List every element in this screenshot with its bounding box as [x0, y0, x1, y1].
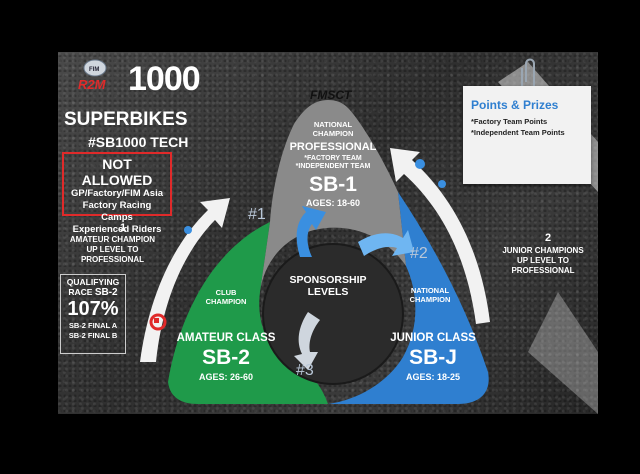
qualifying-line: SB-2 FINAL B: [68, 331, 118, 340]
points-card: Points & Prizes *Factory Team Points *In…: [463, 86, 591, 184]
professional-title: PROFESSIONAL: [289, 141, 377, 153]
logo-badge: FIM R2M: [78, 64, 148, 92]
curved-arrow-icon: [140, 198, 230, 362]
professional-ages: AGES: 18-60: [305, 198, 361, 208]
helmet-icon-visor: [154, 318, 159, 323]
category-line: CHAMPION: [409, 295, 451, 304]
team-line: *FACTORY TEAM: [304, 155, 362, 162]
category-line: CLUB: [215, 288, 237, 297]
professional-segment: [260, 100, 406, 292]
sponsorship-levels: SPONSORSHIP LEVELS: [273, 274, 383, 298]
promotion-line: UP LEVEL TO: [86, 245, 139, 254]
amateur-category: CLUB CHAMPION: [196, 288, 256, 306]
team-line: *INDEPENDENT TEAM: [295, 163, 371, 170]
amateur-title: AMATEUR CLASS: [176, 332, 276, 344]
category-line: NATIONAL: [313, 120, 353, 129]
professional-code: SB-1: [309, 173, 357, 196]
road-marking-lower: [528, 292, 598, 414]
fmsct-logo: FMSCT: [310, 88, 352, 102]
qualifying-race-label: RACE: [68, 287, 93, 297]
step-number-1: #1: [248, 206, 266, 223]
amateur-promotion-number: 1: [119, 222, 127, 234]
brand-logo: R2M: [78, 77, 106, 92]
cycle-arrow-3: [294, 312, 320, 370]
amateur-promotion-text: AMATEUR CHAMPION UP LEVEL TO PROFESSIONA…: [60, 235, 165, 265]
curved-arrow-icon-right: [390, 148, 490, 324]
not-allowed-line: Factory Racing Camps: [82, 200, 152, 223]
not-allowed-line: Experienced Riders: [72, 224, 162, 235]
junior-ages: AGES: 18-25: [405, 372, 461, 382]
qualifying-line: SB-2 FINAL A: [68, 321, 118, 330]
junior-title: JUNIOR CLASS: [390, 332, 476, 344]
qualifying-percent: 107%: [67, 298, 119, 320]
not-allowed-line: GP/Factory/FIM Asia: [70, 188, 164, 199]
arrow-dot-right-2: [438, 180, 446, 188]
promotion-line: PROFESSIONAL: [80, 255, 145, 264]
center-circle-border: [262, 243, 404, 385]
junior-category: NATIONAL CHAMPION: [400, 286, 460, 304]
promotion-line: UP LEVEL TO: [516, 256, 569, 265]
cycle-arrow-1: [296, 206, 326, 257]
points-title: Points & Prizes: [471, 98, 559, 112]
promotion-line: JUNIOR CHAMPIONS: [502, 246, 584, 255]
arrow-dot-right-1: [415, 159, 425, 169]
qualifying-race: RACE SB-2: [63, 287, 123, 298]
points-line: *Independent Team Points: [471, 128, 565, 137]
junior-segment: [328, 192, 489, 404]
promotion-line: AMATEUR CHAMPION: [69, 235, 156, 244]
promotion-line: PROFESSIONAL: [511, 266, 575, 275]
poster-graphics: [83, 58, 598, 414]
step-number-2: #2: [410, 245, 428, 262]
amateur-segment: [168, 222, 328, 404]
qualifying-race-code: SB-2: [94, 287, 118, 298]
fim-badge-icon: [83, 59, 107, 77]
sponsorship-line: SPONSORSHIP: [289, 274, 367, 286]
points-line: *Factory Team Points: [471, 117, 548, 126]
helmet-icon: [149, 313, 167, 331]
fim-badge-label: FIM: [89, 67, 100, 73]
junior-promotion-number: 2: [544, 232, 552, 244]
not-allowed-box: NOT ALLOWED GP/Factory/FIM Asia Factory …: [62, 152, 172, 235]
not-allowed-title: NOT ALLOWED: [81, 156, 153, 188]
sponsorship-line: LEVELS: [307, 286, 349, 298]
amateur-code: SB-2: [202, 346, 250, 369]
qualifying-box: QUALIFYING RACE SB-2 107% SB-2 FINAL A S…: [60, 274, 126, 354]
category-line: CHAMPION: [312, 129, 354, 138]
junior-code: SB-J: [409, 346, 457, 369]
qualifying-title: QUALIFYING: [66, 277, 120, 287]
professional-category: NATIONAL CHAMPION: [283, 120, 383, 138]
arrow-dot: [184, 226, 192, 234]
junior-promotion-text: JUNIOR CHAMPIONS UP LEVEL TO PROFESSIONA…: [488, 246, 598, 276]
logo-number: 1000: [128, 60, 201, 98]
sb1000-poster: FIM R2M 1000 SUPERBIKES #SB1000 TECH NOT…: [58, 52, 598, 414]
center-circle: [263, 244, 403, 384]
amateur-ages: AGES: 26-60: [198, 372, 254, 382]
category-line: CHAMPION: [205, 297, 247, 306]
cycle-arrow-2: [358, 230, 414, 256]
logo-tag: #SB1000 TECH: [88, 134, 189, 150]
professional-teams: *FACTORY TEAM *INDEPENDENT TEAM: [273, 155, 393, 171]
logo-series: SUPERBIKES: [64, 109, 188, 130]
step-number-3: #3: [296, 362, 314, 379]
category-line: NATIONAL: [410, 286, 450, 295]
